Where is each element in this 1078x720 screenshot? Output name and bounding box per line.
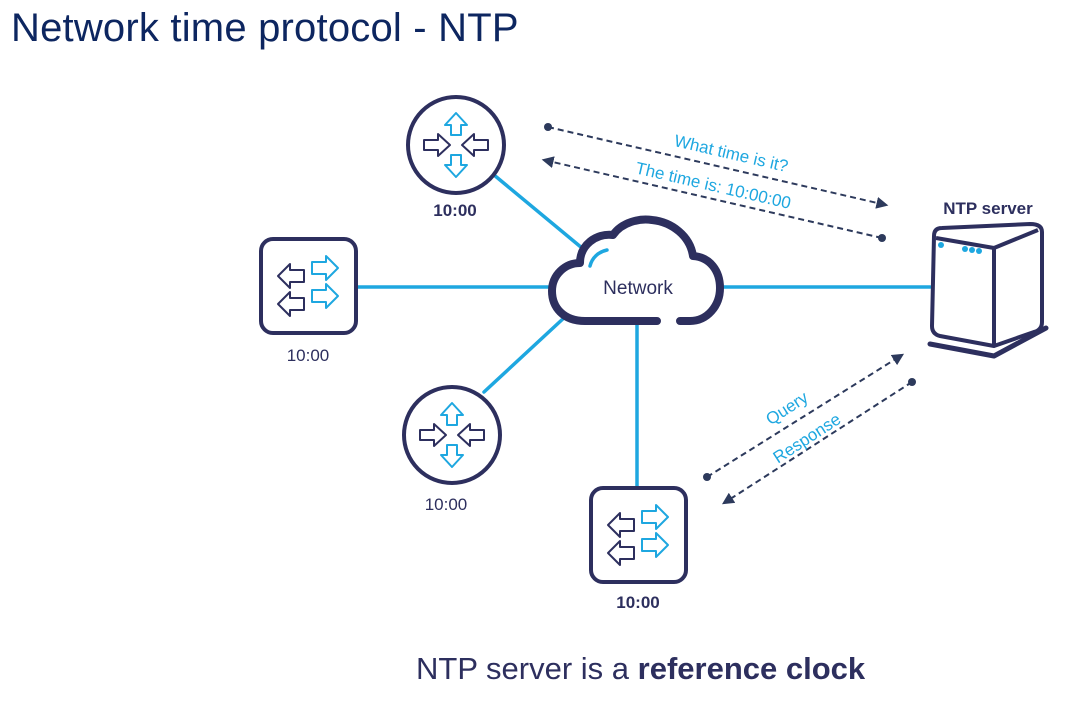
switch-node-left[interactable]: 10:00 xyxy=(259,237,358,365)
cloud-icon xyxy=(548,215,724,325)
switch-time-label: 10:00 xyxy=(287,346,330,365)
switch-icon xyxy=(589,486,688,584)
link-router-bottom xyxy=(482,314,568,394)
caption-prefix: NTP server is a xyxy=(416,651,638,686)
ntp-server-node[interactable]: NTP server xyxy=(927,199,1049,359)
query-message: Query xyxy=(762,388,812,429)
server-led-icons xyxy=(938,242,982,254)
switch-time-label: 10:00 xyxy=(616,593,659,612)
page-title: Network time protocol - NTP xyxy=(11,6,519,50)
server-icon xyxy=(927,222,1049,359)
query-response-arrows xyxy=(703,353,916,505)
router-icon xyxy=(402,385,502,485)
switch-icon xyxy=(259,237,358,335)
switch-node-bottom[interactable]: 10:00 xyxy=(589,486,688,612)
router-icon xyxy=(406,95,506,195)
router-time-label: 10:00 xyxy=(425,495,468,514)
network-label: Network xyxy=(603,278,673,299)
time-exchange-arrows xyxy=(541,123,889,242)
router-time-label: 10:00 xyxy=(433,201,476,220)
router-node-bottom[interactable]: 10:00 xyxy=(402,385,502,514)
link-router-top xyxy=(486,168,584,250)
response-arrow xyxy=(721,378,916,505)
router-node-top[interactable]: 10:00 xyxy=(406,95,506,220)
caption-emphasis: reference clock xyxy=(637,651,866,686)
query-arrow xyxy=(703,353,905,481)
request-message: What time is it? xyxy=(672,131,789,176)
ntp-server-label: NTP server xyxy=(943,199,1033,218)
reply-arrow xyxy=(541,156,886,242)
network-cloud[interactable]: Network xyxy=(548,215,724,325)
cloud-highlight-icon xyxy=(588,248,609,268)
